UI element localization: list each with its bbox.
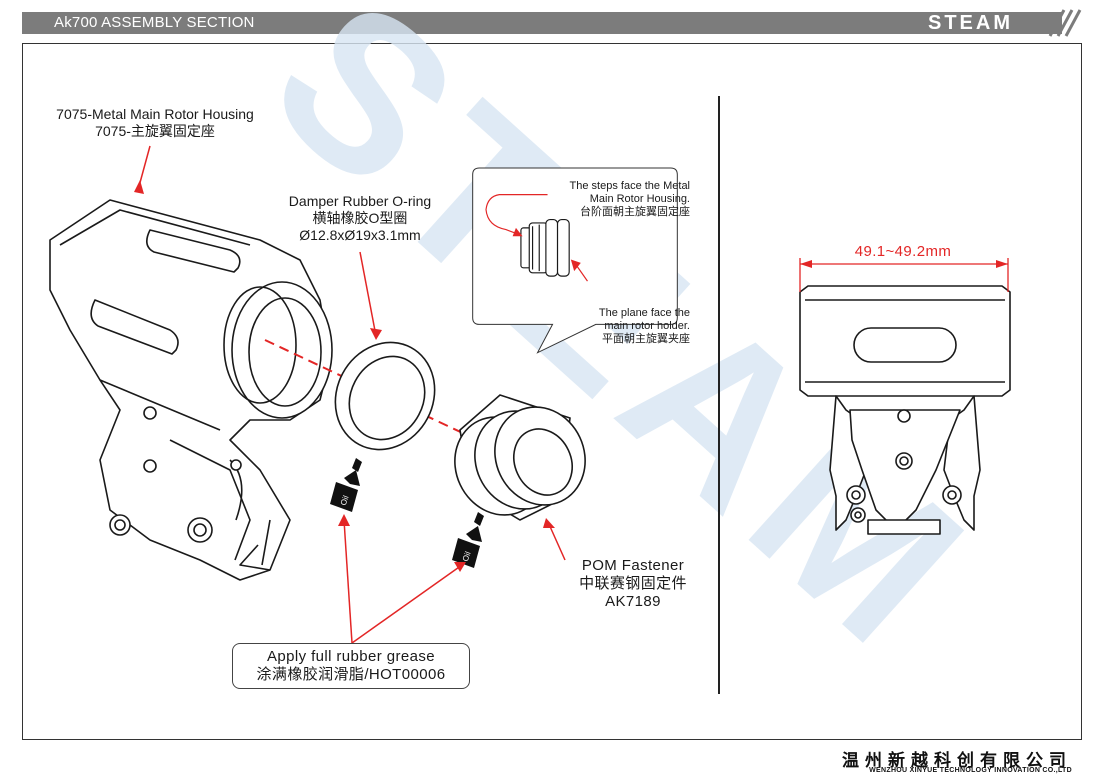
housing-callout: 7075-Metal Main Rotor Housing 7075-主旋翼固定… <box>30 106 280 140</box>
grease-callout: Apply full rubber grease 涂满橡胶润滑脂/HOT0000… <box>232 648 470 684</box>
plane-note-line2: main rotor holder. <box>604 320 690 332</box>
view-divider <box>718 96 720 694</box>
steps-note-line2: Main Rotor Housing. <box>589 193 690 205</box>
grease-label-en: Apply full rubber grease <box>266 648 436 665</box>
steps-note-line1: The steps face the Metal <box>569 180 690 192</box>
plane-note-line1: The plane face the <box>598 307 690 319</box>
dimension-lines <box>799 258 1009 292</box>
oil-bottle-icon <box>330 458 362 512</box>
svg-text:Oil: Oil <box>339 494 351 506</box>
fastener-label-cn: 中联赛钢固定件 <box>579 575 687 592</box>
steam-logo: STEAM <box>928 12 1013 34</box>
company-name-cn: 温州新越科创有限公司 <box>842 751 1072 770</box>
oring-label-en: Damper Rubber O-ring <box>288 193 432 209</box>
company-name-en: WENZHOU XINYUE TECHNOLOGY INNOVATION CO.… <box>869 767 1072 774</box>
arrowheads <box>134 180 555 572</box>
oring-label-cn: 横轴橡胶O型圈 <box>312 210 408 226</box>
dimension-arrowheads <box>800 260 1008 268</box>
svg-text:Oil: Oil <box>461 550 473 562</box>
diagram-frame <box>22 43 1082 740</box>
inset-steps-note: The steps face the Metal Main Rotor Hous… <box>524 180 690 219</box>
orientation-inset <box>472 167 678 354</box>
housing-label-en: 7075-Metal Main Rotor Housing <box>56 106 254 122</box>
housing-label-cn: 7075-主旋翼固定座 <box>95 123 215 139</box>
grease-callout-box <box>232 643 470 689</box>
fastener-side-view <box>520 218 570 277</box>
damper-o-ring <box>334 341 436 451</box>
logo-stripes-icon <box>1048 9 1082 37</box>
grease-label-cn: 涂满橡胶润滑脂/HOT00006 <box>256 666 446 683</box>
pom-fastener <box>454 394 586 521</box>
header: Ak700 ASSEMBLY SECTION STEAM <box>22 8 1082 37</box>
oring-callout: Damper Rubber O-ring 横轴橡胶O型圈 Ø12.8xØ19x3… <box>264 193 456 244</box>
main-rotor-housing <box>49 199 333 581</box>
fastener-label-code: AK7189 <box>605 593 661 610</box>
plane-note-line3: 平面朝主旋翼夹座 <box>602 333 690 345</box>
dimension-label: 49.1~49.2mm <box>854 243 952 260</box>
oil-bottle-icon <box>452 512 484 568</box>
page-title: Ak700 ASSEMBLY SECTION <box>54 14 255 31</box>
oring-label-size: Ø12.8xØ19x3.1mm <box>299 227 421 243</box>
steps-note-line3: 台阶面朝主旋翼固定座 <box>580 206 690 218</box>
fastener-label-en: POM Fastener <box>581 557 685 574</box>
header-bar <box>22 12 1062 34</box>
fastener-callout: POM Fastener 中联赛钢固定件 AK7189 <box>556 557 710 611</box>
inset-plane-note: The plane face the main rotor holder. 平面… <box>566 307 690 346</box>
